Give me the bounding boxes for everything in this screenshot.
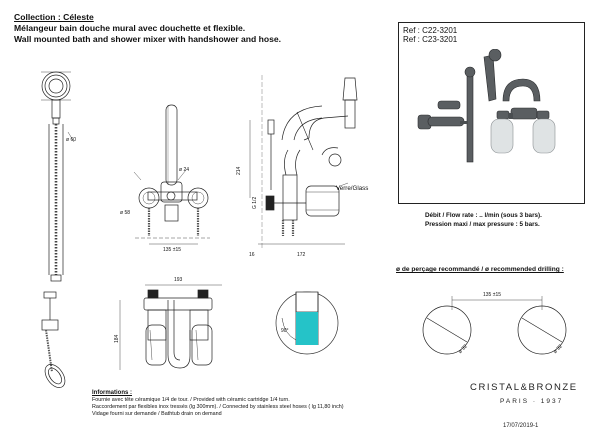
dim-thread: G 1/2 (252, 197, 258, 209)
ref-c22: Ref : C22-3201 (403, 26, 458, 35)
dim-spout-dia: ø 24 (179, 167, 189, 173)
handshower-front-view (41, 71, 75, 282)
product-photo-frame: Ref : C22-3201 Ref : C23-3201 (398, 22, 585, 204)
glass-label: Verre/Glass (336, 185, 368, 192)
specs: Débit / Flow rate : .. l/min (sous 3 bar… (425, 211, 542, 229)
brand-subline: PARIS · 1937 (500, 398, 564, 405)
info-title: Informations : (92, 390, 132, 396)
document-date: 17/07/2019-1 (503, 423, 539, 429)
cyan-flow-indicator (296, 312, 318, 345)
collection-name: Collection : Céleste (14, 12, 94, 22)
ref-c23: Ref : C23-3201 (403, 35, 458, 44)
mixer-front-view (133, 104, 210, 245)
dim-depth: 184 (114, 334, 120, 343)
info-line-3: Vidage fourni sur demande / Bathtub drai… (92, 411, 222, 417)
drilling-spacing: 135 ±15 (483, 292, 501, 298)
dim-projection: 172 (297, 252, 306, 258)
title-french: Mélangeur bain douche mural avec douchet… (14, 23, 246, 33)
drilling-hole-dia-right: ø 32 (552, 343, 563, 354)
info-line-1: Fournie avec tête céramique 1/4 de tour.… (92, 397, 290, 403)
dim-wall-offset: 16 (249, 252, 255, 258)
drilling-hole-dia-left: ø 32 (457, 343, 468, 354)
mixer-side-view (249, 75, 358, 250)
mixer-top-view (119, 284, 222, 370)
dim-height: 214 (236, 166, 242, 175)
product-render (417, 49, 556, 163)
dim-handle-dia: ø 58 (120, 210, 130, 216)
max-pressure: Pression maxi / max pressure : 5 bars. (425, 221, 540, 228)
drilling-title: ø de perçage recommandé / ø recommended … (396, 266, 564, 273)
info-line-2: Raccordement par flexibles inox tressés … (92, 404, 344, 410)
dim-centers: 135 ±15 (163, 247, 181, 253)
brand-logo: CRISTAL&BRONZE (470, 382, 578, 393)
dim-width: 193 (174, 277, 183, 283)
drilling-diagram (422, 296, 567, 355)
dim-handle-angle: 90° (281, 328, 289, 334)
flow-rate: Débit / Flow rate : .. l/min (sous 3 bar… (425, 212, 542, 219)
handshower-side-view (41, 291, 66, 388)
header: Collection : Céleste Mélangeur bain douc… (14, 12, 404, 45)
dim-handshower-dia: ø 60 (66, 137, 76, 143)
title-english: Wall mounted bath and shower mixer with … (14, 34, 282, 44)
information-block: Informations : Fournie avec tête céramiq… (92, 390, 344, 418)
handle-rotation-detail (275, 291, 339, 355)
